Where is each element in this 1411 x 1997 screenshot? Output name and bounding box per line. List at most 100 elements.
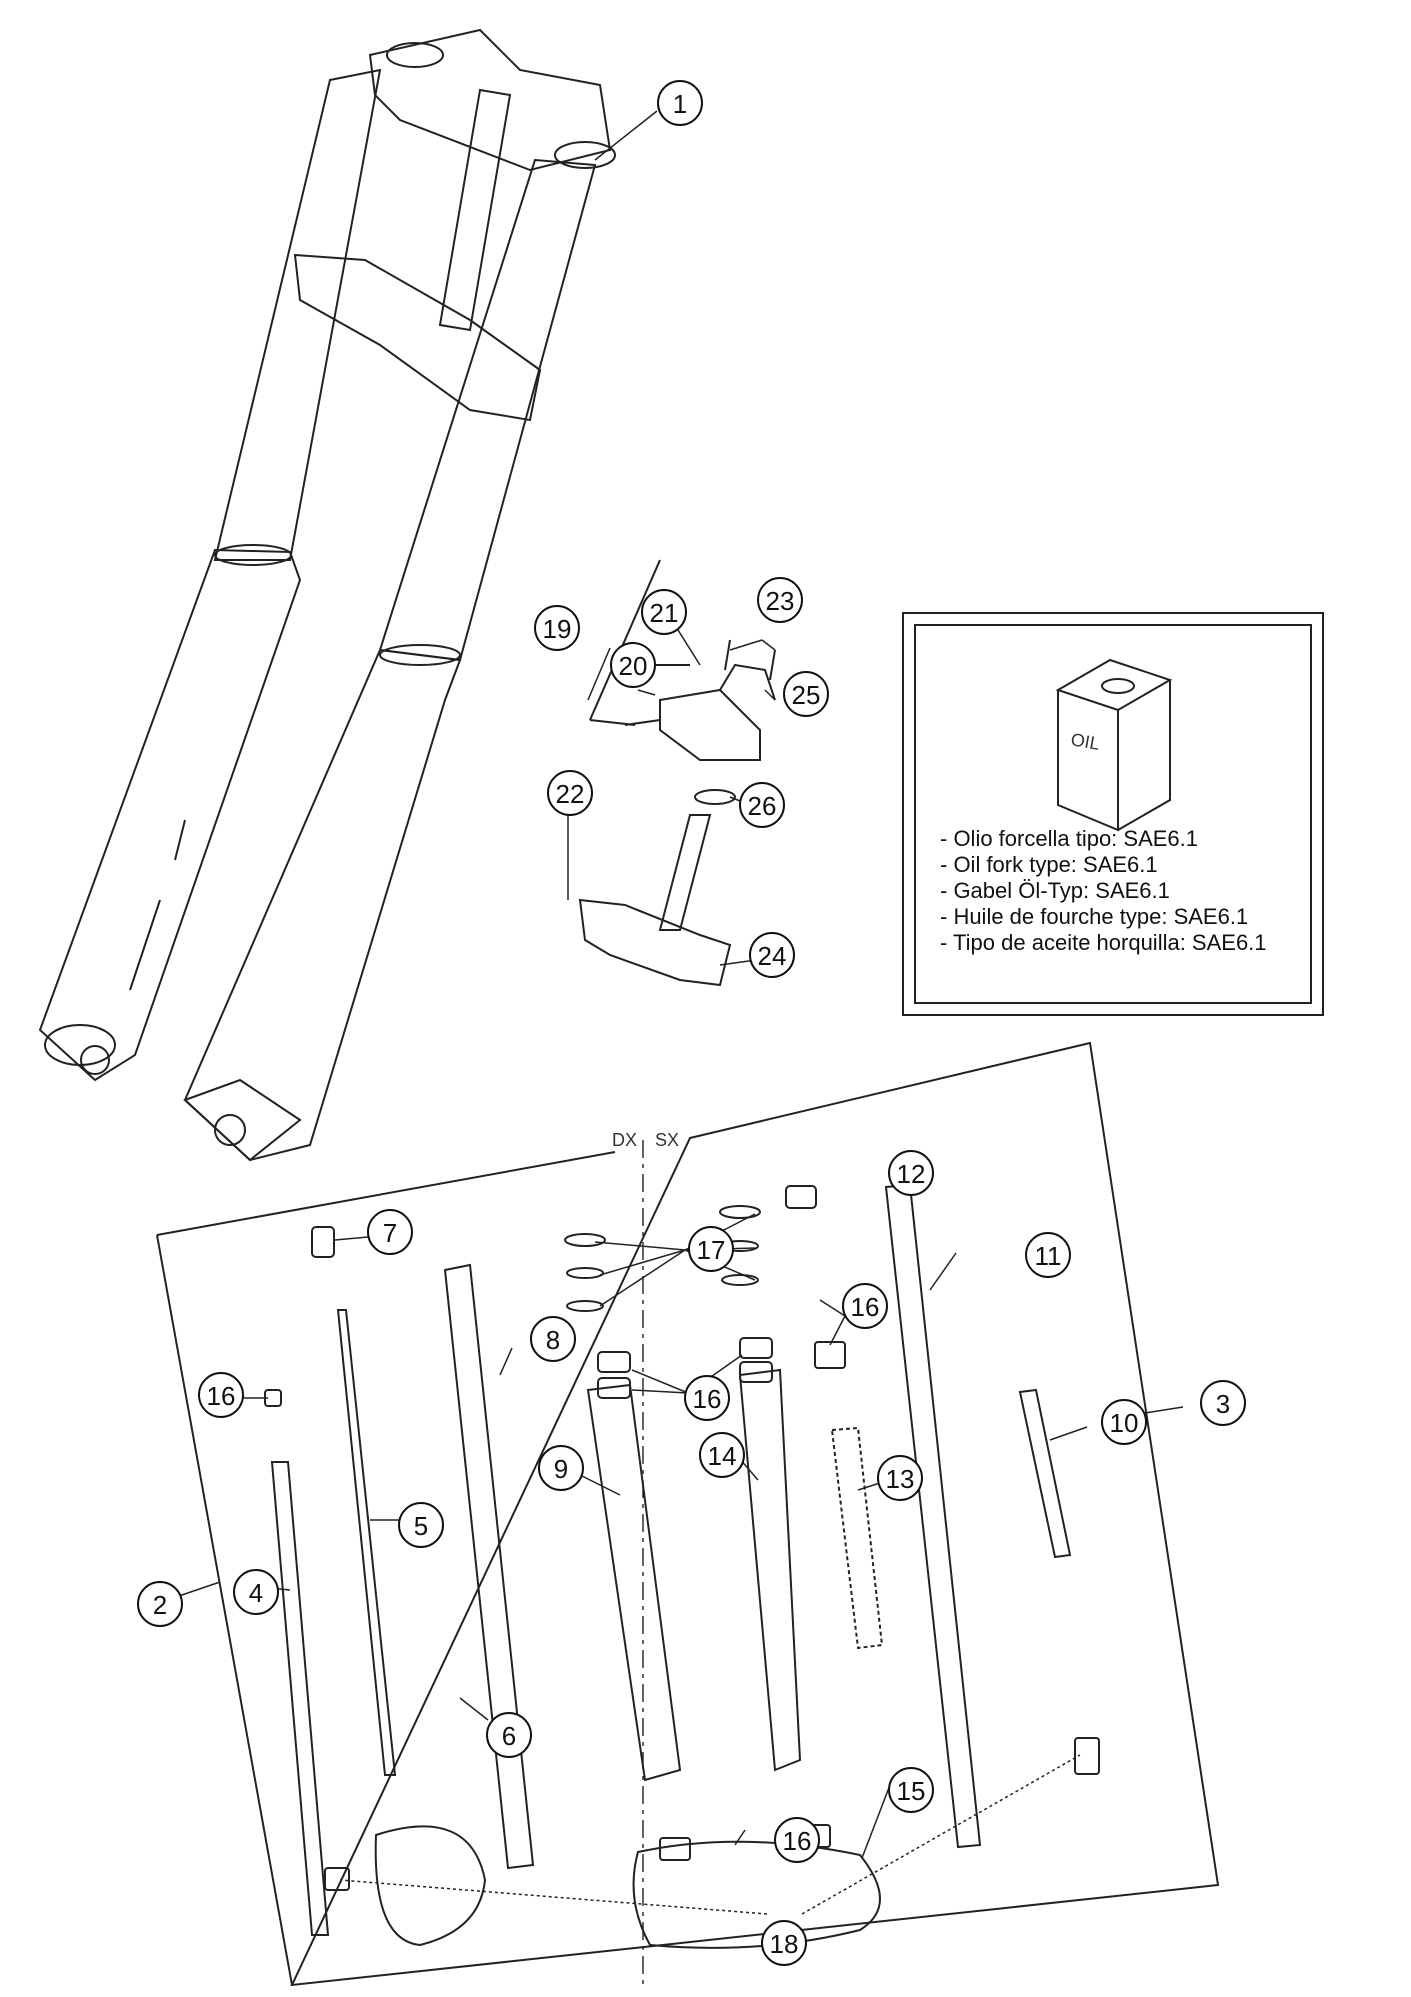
callout-number: 7: [383, 1218, 397, 1248]
callout-1: 1: [657, 80, 703, 126]
callout-circle: [1025, 1232, 1071, 1278]
callout-6: 6: [486, 1712, 532, 1758]
assembled-fork-illustration: [38, 28, 616, 1162]
callout-circle: [1101, 1399, 1147, 1445]
callout-circle: [610, 642, 656, 688]
callout-circle: [761, 1920, 807, 1966]
callout-circle: [888, 1767, 934, 1813]
oil-spec-line: - Tipo de aceite horquilla: SAE6.1: [940, 930, 1267, 955]
leader-lines: [175, 110, 1184, 1915]
callout-circle: [842, 1283, 888, 1329]
callout-number: 2: [153, 1590, 167, 1620]
callout-circle: [137, 1581, 183, 1627]
callout-20: 20: [610, 642, 656, 688]
callout-24: 24: [749, 932, 795, 978]
oil-can-label: OIL: [1069, 729, 1101, 754]
callout-circle: [486, 1712, 532, 1758]
callout-5: 5: [398, 1502, 444, 1548]
callout-circle: [877, 1455, 923, 1501]
oil-spec-line: - Huile de fourche type: SAE6.1: [940, 904, 1249, 929]
callout-number: 6: [502, 1721, 516, 1751]
callout-number: 20: [619, 651, 648, 681]
callout-circle: [657, 80, 703, 126]
oil-info-box: [902, 612, 1324, 1016]
callout-number: 11: [1035, 1241, 1062, 1271]
callout-22: 22: [547, 770, 593, 816]
callout-number: 9: [554, 1454, 568, 1484]
callout-number: 16: [851, 1292, 880, 1322]
callout-circle: [688, 1226, 734, 1272]
callout-8: 8: [530, 1316, 576, 1362]
callout-16: 16: [684, 1375, 730, 1421]
side-label-left: SX: [655, 1130, 679, 1150]
callout-number: 19: [543, 614, 572, 644]
callout-circle: [783, 671, 829, 717]
callout-circle: [774, 1817, 820, 1863]
callout-circle: [233, 1569, 279, 1615]
callout-16: 16: [198, 1372, 244, 1418]
callout-26: 26: [739, 782, 785, 828]
callout-number: 5: [414, 1511, 428, 1541]
callout-circle: [888, 1150, 934, 1196]
oil-spec-line: - Olio forcella tipo: SAE6.1: [940, 826, 1199, 851]
callout-11: 11: [1025, 1232, 1071, 1278]
callout-number: 4: [249, 1578, 263, 1608]
callout-21: 21: [641, 589, 687, 635]
callout-circle: [684, 1375, 730, 1421]
oil-can-icon: [1055, 658, 1173, 832]
callout-circle: [198, 1372, 244, 1418]
callout-4: 4: [233, 1569, 279, 1615]
callout-16: 16: [774, 1817, 820, 1863]
callout-10: 10: [1101, 1399, 1147, 1445]
callout-circle: [367, 1209, 413, 1255]
callout-number: 18: [770, 1929, 799, 1959]
callout-number: 13: [886, 1464, 915, 1494]
callout-16: 16: [842, 1283, 888, 1329]
exploded-components: [264, 1183, 1100, 1949]
callout-23: 23: [757, 577, 803, 623]
callout-circle: [757, 577, 803, 623]
callout-circle: [749, 932, 795, 978]
exploded-parts-frame: [156, 1041, 1220, 1987]
callout-circle: [534, 605, 580, 651]
callout-circle: [538, 1445, 584, 1491]
callout-circle: [699, 1432, 745, 1478]
oil-spec-line: - Gabel Öl-Typ: SAE6.1: [940, 878, 1170, 903]
callout-number: 23: [766, 586, 795, 616]
callout-25: 25: [783, 671, 829, 717]
callout-number: 21: [650, 598, 679, 628]
callout-number: 16: [693, 1384, 722, 1414]
callout-number: 16: [783, 1826, 812, 1856]
callout-number: 25: [792, 680, 821, 710]
callout-circle: [530, 1316, 576, 1362]
steering-parts-illustration: [578, 559, 776, 987]
oil-spec-note: - Olio forcella tipo: SAE6.1 - Oil fork …: [940, 826, 1267, 956]
oil-spec-line: - Oil fork type: SAE6.1: [940, 852, 1158, 877]
callout-number: 14: [708, 1441, 737, 1471]
callout-3: 3: [1200, 1380, 1246, 1426]
callout-circle: [547, 770, 593, 816]
callout-14: 14: [699, 1432, 745, 1478]
callout-circle: [398, 1502, 444, 1548]
callout-18: 18: [761, 1920, 807, 1966]
callout-circle: [1200, 1380, 1246, 1426]
callout-13: 13: [877, 1455, 923, 1501]
callout-2: 2: [137, 1581, 183, 1627]
callout-number: 3: [1216, 1389, 1230, 1419]
callout-circle: [641, 589, 687, 635]
callout-number: 1: [673, 89, 687, 119]
callout-circle: [739, 782, 785, 828]
callout-number: 17: [697, 1235, 726, 1265]
callout-number: 8: [546, 1325, 560, 1355]
callout-number: 24: [758, 941, 787, 971]
callout-17: 17: [688, 1226, 734, 1272]
callout-19: 19: [534, 605, 580, 651]
callout-9: 9: [538, 1445, 584, 1491]
callout-number: 26: [748, 791, 777, 821]
callout-number: 22: [556, 779, 585, 809]
callout-number: 16: [207, 1381, 236, 1411]
callout-number: 10: [1110, 1408, 1139, 1438]
callout-15: 15: [888, 1767, 934, 1813]
